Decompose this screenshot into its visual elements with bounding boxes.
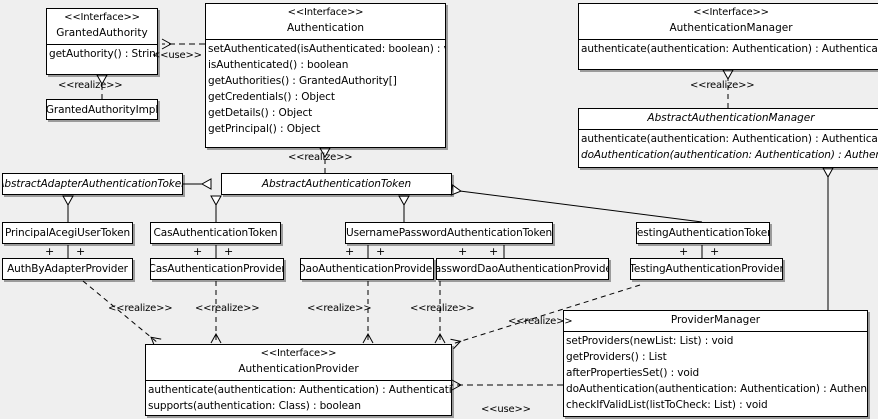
stereotype-label: <<Interface>> (64, 12, 140, 23)
class-principal-acegi-user-token[interactable]: PrincipalAcegiUserToken (2, 222, 133, 244)
operation-item: afterPropertiesSet() : void (566, 367, 700, 380)
compartment-divider (146, 379, 451, 381)
operation-item: setProviders(newList: List) : void (566, 335, 734, 348)
assoc-marker-cas-right: + (224, 245, 234, 258)
class-cas-authentication-provider[interactable]: CasAuthenticationProvider (150, 258, 284, 280)
label-realize-daoauthenticationprovider: <<realize>> (307, 303, 372, 314)
class-name: GrantedAuthorityImpl (46, 103, 158, 116)
operations-compartment: authenticate(authentication: Authenticat… (579, 130, 878, 164)
class-name: PrincipalAcegiUserToken (4, 227, 131, 239)
assoc-marker-testing-right: + (710, 245, 720, 258)
class-authentication-provider[interactable]: <<Interface>> AuthenticationProvider aut… (145, 344, 452, 416)
class-authentication-manager[interactable]: <<Interface>> AuthenticationManager auth… (578, 3, 878, 70)
class-name: CasAuthenticationProvider (150, 263, 284, 275)
class-granted-authority[interactable]: <<Interface>> GrantedAuthority getAuthor… (46, 8, 158, 75)
class-authentication[interactable]: <<Interface>> Authentication setAuthenti… (205, 3, 446, 148)
operation-item: getPrincipal() : Object (208, 122, 321, 135)
label-realize-grantedauthorityimpl: <<realize>> (58, 80, 123, 91)
compartment-divider (564, 331, 867, 333)
class-name: GrantedAuthority (56, 26, 148, 39)
class-granted-authority-impl[interactable]: GrantedAuthorityImpl (46, 99, 158, 120)
operation-item: getProviders() : List (566, 351, 667, 364)
class-abstract-adapter-authentication-token[interactable]: AbstractAdapterAuthenticationToken (2, 173, 183, 195)
operations-compartment: authenticate(authentication: Authenticat… (146, 381, 451, 415)
assoc-marker-cas-left: + (193, 245, 203, 258)
stereotype-label: <<Interface>> (260, 348, 337, 359)
label-realize-abstractauthenticationtoken: <<realize>> (288, 152, 353, 163)
class-name: AbstractAuthenticationManager (647, 112, 815, 124)
operation-item: setAuthenticated(isAuthenticated: boolea… (208, 42, 445, 55)
operation-item: authenticate(authentication: Authenticat… (148, 383, 451, 396)
class-name: AuthenticationManager (669, 21, 793, 34)
class-name: AuthenticationProvider (238, 362, 359, 375)
label-use-authentication-grantedauthority: <<use>> (152, 50, 202, 61)
label-realize-abstractauthenticationmanager: <<realize>> (690, 80, 755, 91)
class-provider-manager[interactable]: ProviderManager setProviders(newList: Li… (563, 310, 868, 417)
class-abstract-authentication-token[interactable]: AbstractAuthenticationToken (221, 173, 452, 195)
assoc-marker-principalacegi-right: + (76, 245, 86, 258)
operations-compartment: setProviders(newList: List) : void getPr… (564, 332, 867, 414)
label-realize-authbyadapterprovider: <<realize>> (108, 303, 173, 314)
operation-item: getAuthorities() : GrantedAuthority[] (208, 74, 397, 87)
assoc-marker-passworddao-left: + (458, 245, 468, 258)
operations-compartment: getAuthority() : String (47, 45, 157, 63)
class-name: ProviderManager (670, 314, 761, 326)
compartment-divider (47, 43, 157, 45)
class-name: TestingAuthenticationToken (636, 227, 770, 239)
assoc-marker-dao-left: + (345, 245, 355, 258)
class-header: ProviderManager (564, 311, 867, 331)
class-name: Authentication (286, 21, 365, 34)
assoc-marker-principalacegi-left: + (45, 245, 55, 258)
compartment-divider (579, 129, 878, 131)
assoc-marker-dao-right: + (376, 245, 386, 258)
link-testingauthenticationtoken-extends-abstractauthenticationtoken (452, 190, 703, 223)
label-use-providermanager-authenticationprovider: <<use>> (481, 404, 531, 415)
operation-item: checkIfValidList(listToCheck: List) : vo… (566, 399, 768, 412)
operation-item: authenticate(authentication: Authenticat… (581, 133, 878, 146)
label-realize-testingauthenticationprovider: <<realize>> (508, 316, 573, 327)
operation-item: getAuthority() : String (49, 47, 157, 60)
class-auth-by-adapter-provider[interactable]: AuthByAdapterProvider (2, 258, 133, 280)
class-name: CasAuthenticationToken (153, 227, 278, 239)
class-testing-authentication-token[interactable]: TestingAuthenticationToken (636, 222, 770, 244)
class-name: AuthByAdapterProvider (7, 263, 128, 275)
class-name: AbstractAuthenticationToken (261, 178, 412, 190)
class-username-password-authentication-token[interactable]: UsernamePasswordAuthenticationToken (345, 222, 553, 244)
class-abstract-authentication-manager[interactable]: AbstractAuthenticationManager authentica… (578, 108, 878, 168)
operation-item: supports(authentication: Class) : boolea… (148, 399, 361, 412)
operation-item: doAuthentication(authentication: Authent… (581, 149, 878, 162)
operation-item: doAuthentication(authentication: Authent… (566, 383, 867, 396)
class-name: DaoAuthenticationProvider (300, 263, 434, 275)
class-name: AbstractAdapterAuthenticationToken (2, 178, 183, 190)
class-dao-authentication-provider[interactable]: DaoAuthenticationProvider (300, 258, 434, 280)
label-realize-casauthenticationprovider: <<realize>> (195, 303, 260, 314)
compartment-divider (579, 38, 878, 40)
class-testing-authentication-provider[interactable]: TestingAuthenticationProvider (630, 258, 783, 280)
operation-item: getCredentials() : Object (208, 90, 335, 103)
class-name: TestingAuthenticationProvider (630, 263, 783, 275)
class-header: <<Interface>> Authentication (206, 4, 445, 39)
operation-item: isAuthenticated() : boolean (208, 58, 349, 71)
stereotype-label: <<Interface>> (287, 7, 364, 18)
compartment-divider (206, 38, 445, 40)
assoc-marker-testing-left: + (679, 245, 689, 258)
class-header: AbstractAuthenticationManager (579, 109, 878, 129)
label-realize-passworddaoauthenticationprovider: <<realize>> (410, 303, 475, 314)
operations-compartment: setAuthenticated(isAuthenticated: boolea… (206, 40, 445, 138)
class-header: <<Interface>> AuthenticationProvider (146, 345, 451, 380)
class-name: PasswordDaoAuthenticationProvider (436, 263, 609, 275)
class-header: <<Interface>> GrantedAuthority (47, 9, 157, 44)
class-password-dao-authentication-provider[interactable]: PasswordDaoAuthenticationProvider (436, 258, 609, 280)
operation-item: authenticate(authentication: Authenticat… (581, 42, 878, 55)
stereotype-label: <<Interface>> (693, 7, 769, 18)
class-cas-authentication-token[interactable]: CasAuthenticationToken (150, 222, 281, 244)
operations-compartment: authenticate(authentication: Authenticat… (579, 40, 878, 58)
class-header: <<Interface>> AuthenticationManager (579, 4, 878, 39)
operation-item: getDetails() : Object (208, 106, 313, 119)
assoc-marker-passworddao-right: + (489, 245, 499, 258)
class-name: UsernamePasswordAuthenticationToken (345, 227, 553, 239)
